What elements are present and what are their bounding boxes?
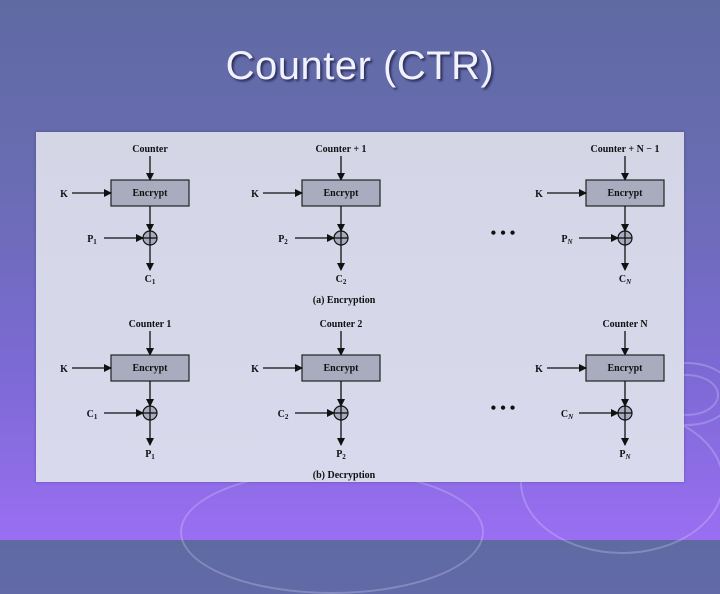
key-label: K	[251, 364, 259, 375]
encrypt-box	[585, 179, 665, 207]
counter-label: Counter 2	[320, 319, 363, 330]
encrypt-label: Encrypt	[324, 363, 360, 374]
output-label: PN	[619, 449, 631, 461]
key-label: K	[535, 189, 543, 200]
decorative-swirl	[180, 470, 484, 594]
input-label: P1	[87, 234, 97, 246]
output-label: P1	[145, 449, 155, 461]
ellipsis: • • •	[491, 400, 516, 417]
output-label: C2	[336, 274, 347, 286]
encrypt-label: Encrypt	[133, 363, 169, 374]
input-label: CN	[561, 409, 574, 421]
ellipsis: • • •	[491, 225, 516, 242]
input-label: PN	[561, 234, 573, 246]
input-label: C1	[87, 409, 98, 421]
counter-label: Counter N	[602, 319, 648, 330]
input-label: C2	[278, 409, 289, 421]
key-label: K	[535, 364, 543, 375]
output-label: C1	[145, 274, 156, 286]
counter-label: Counter + N − 1	[591, 144, 660, 155]
output-label: P2	[336, 449, 346, 461]
counter-label: Counter + 1	[315, 144, 366, 155]
counter-label: Counter	[132, 144, 168, 155]
encryption-block: Counter + N − 1 Encrypt K PN CN	[535, 144, 665, 286]
decryption-caption: (b) Decryption	[313, 470, 376, 481]
input-label: P2	[278, 234, 288, 246]
encrypt-label: Encrypt	[133, 188, 169, 199]
encryption-caption: (a) Encryption	[313, 295, 376, 306]
key-label: K	[60, 364, 68, 375]
encrypt-label: Encrypt	[608, 363, 644, 374]
encrypt-label: Encrypt	[324, 188, 360, 199]
encrypt-box	[110, 179, 190, 207]
decryption-block: Counter N Encrypt K CN PN	[535, 319, 665, 461]
encrypt-label: Encrypt	[608, 188, 644, 199]
key-label: K	[60, 189, 68, 200]
slide-title: Counter (CTR)	[225, 44, 495, 88]
output-label: CN	[619, 274, 632, 286]
counter-label: Counter 1	[129, 319, 172, 330]
key-label: K	[251, 189, 259, 200]
